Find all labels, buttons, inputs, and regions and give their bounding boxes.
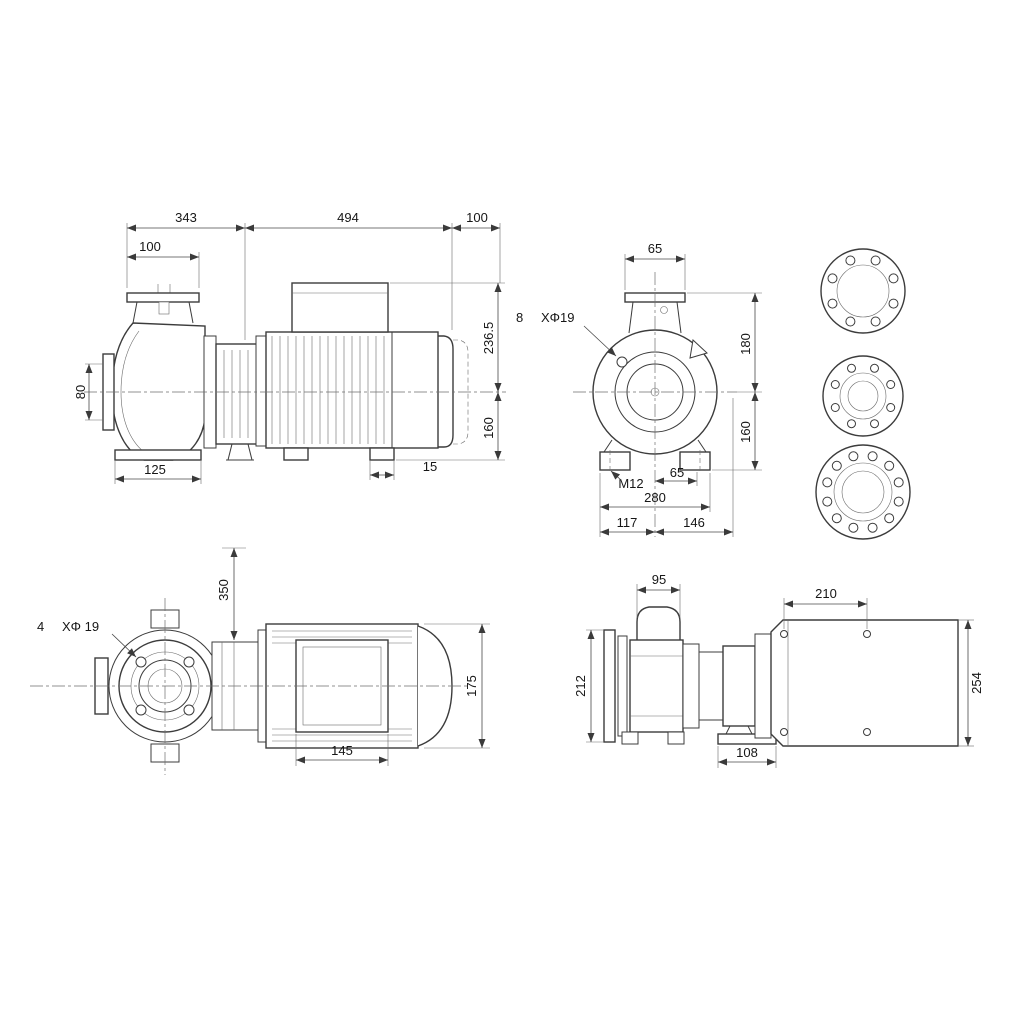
flange-view-top [820, 248, 906, 334]
hole-count-label: 8 [516, 310, 523, 325]
base-view: 95 210 212 254 108 [573, 572, 984, 768]
dim-label-125: 125 [144, 462, 166, 477]
casing-body-base [629, 639, 684, 733]
dim-label-15: 15 [423, 459, 437, 474]
foot-right [679, 451, 711, 471]
dim-label-108: 108 [736, 745, 758, 760]
hole-spec-label: XΦ19 [541, 310, 575, 325]
flange-view-middle [822, 355, 904, 437]
dim-label-160-end: 160 [738, 421, 753, 443]
flange-views [815, 248, 911, 540]
foot-left [599, 451, 631, 471]
end-view: 65 8 XΦ19 180 160 M12 65 280 117 146 [516, 241, 762, 537]
dim-label-212: 212 [573, 675, 588, 697]
dim-label-280: 280 [644, 490, 666, 505]
dim-label-210: 210 [815, 586, 837, 601]
dim-label-160-side: 160 [481, 417, 496, 439]
motor-foot-rear [369, 447, 395, 461]
flange-bolt-hole [616, 356, 628, 368]
hole-spec-label-plan: XΦ 19 [62, 619, 99, 634]
side-view: 343 494 100 100 80 236.5 160 125 15 [73, 210, 506, 484]
dim-label-175: 175 [464, 675, 479, 697]
dim-label-146: 146 [683, 515, 705, 530]
volute-casing [111, 322, 206, 461]
dim-label-350: 350 [216, 579, 231, 601]
dim-label-65-top: 65 [648, 241, 662, 256]
terminal-box [291, 282, 389, 333]
thread-label-m12: M12 [618, 476, 643, 491]
bearing-housing-base [722, 645, 756, 727]
hole-count-label-plan: 4 [37, 619, 44, 634]
dim-label-95: 95 [652, 572, 666, 587]
dim-label-80: 80 [73, 385, 88, 399]
bracket-dome [636, 606, 681, 640]
dim-label-65-foot: 65 [670, 465, 684, 480]
cutwater-tab [689, 339, 708, 359]
discharge-flange [126, 292, 200, 303]
dim-label-343: 343 [175, 210, 197, 225]
bearing-bracket [215, 343, 259, 445]
dim-label-145: 145 [331, 743, 353, 758]
fan-cover [438, 335, 454, 448]
flange-view-bottom [815, 444, 911, 540]
motor-block-base [770, 619, 959, 747]
dim-label-180: 180 [738, 333, 753, 355]
suction-flange-base [603, 629, 616, 743]
dim-label-100-flange: 100 [139, 239, 161, 254]
plan-view: 350 4 XΦ 19 175 145 [30, 547, 490, 775]
dim-label-117: 117 [617, 515, 638, 530]
dim-label-100-right: 100 [466, 210, 488, 225]
pump-foot [114, 449, 202, 461]
dim-label-254: 254 [969, 672, 984, 694]
dim-label-494: 494 [337, 210, 359, 225]
motor-foot-front [283, 447, 309, 461]
dim-label-236-5: 236.5 [481, 322, 496, 355]
